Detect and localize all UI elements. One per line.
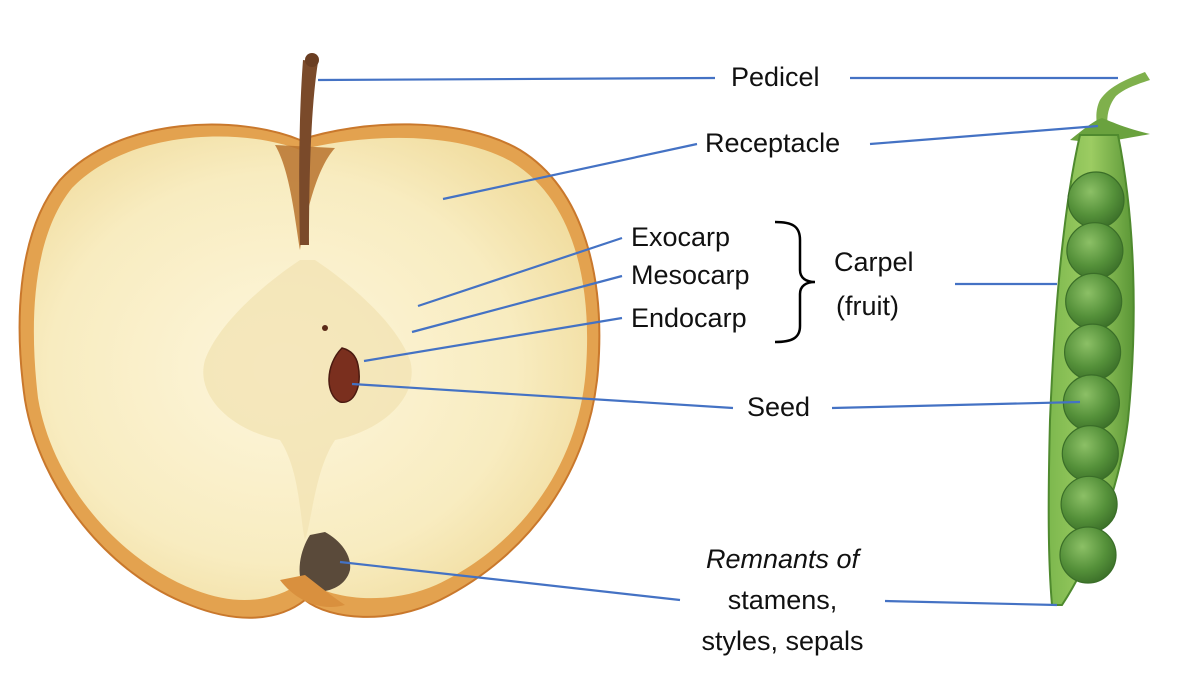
pea-seeds-group (1059, 171, 1125, 584)
label-remnants-of: Remnants of (705, 544, 860, 574)
label-carpel-fruit: (fruit) (836, 291, 899, 321)
pea-seed (1065, 272, 1123, 330)
label-seed: Seed (747, 392, 811, 422)
leader-seed-pea (831, 400, 1081, 410)
leader-receptacle-pea (869, 124, 1099, 146)
label-endocarp: Endocarp (631, 303, 747, 333)
label-styles-sepals: styles, sepals (701, 626, 864, 656)
apple-core (203, 260, 412, 540)
leader-endocarp (363, 316, 623, 363)
label-receptacle: Receptacle (705, 128, 841, 158)
leader-remnants-pea (884, 599, 1058, 607)
leader-exocarp (417, 236, 623, 308)
apple-calyx (299, 532, 351, 592)
apple-calyx-skin (280, 575, 345, 608)
apple-stem-tip (305, 53, 319, 67)
leader-receptacle-apple (442, 142, 698, 201)
apple-illustration (18, 53, 601, 619)
leader-pedicel-apple (317, 76, 716, 82)
pea-seed (1066, 222, 1124, 280)
apple-seed (328, 347, 360, 403)
leader-mesocarp (411, 274, 623, 334)
pea-seed (1067, 171, 1125, 229)
pea-seed (1061, 425, 1119, 483)
carpel-bracket (774, 220, 816, 344)
label-stamens: stamens, (727, 585, 838, 615)
pea-seed (1060, 475, 1118, 533)
leader-seed-apple (351, 382, 734, 410)
leader-remnants-apple (339, 560, 681, 602)
apple-stem (299, 60, 318, 245)
pea-seed (1059, 526, 1117, 584)
pea-pod-illustration (1047, 72, 1150, 606)
label-exocarp: Exocarp (631, 222, 731, 252)
leader-lines (317, 76, 1118, 607)
label-mesocarp: Mesocarp (631, 260, 750, 290)
label-carpel: Carpel (834, 247, 914, 277)
apple-seed-small (322, 325, 328, 331)
label-pedicel: Pedicel (731, 62, 820, 92)
pea-seed (1063, 323, 1122, 381)
